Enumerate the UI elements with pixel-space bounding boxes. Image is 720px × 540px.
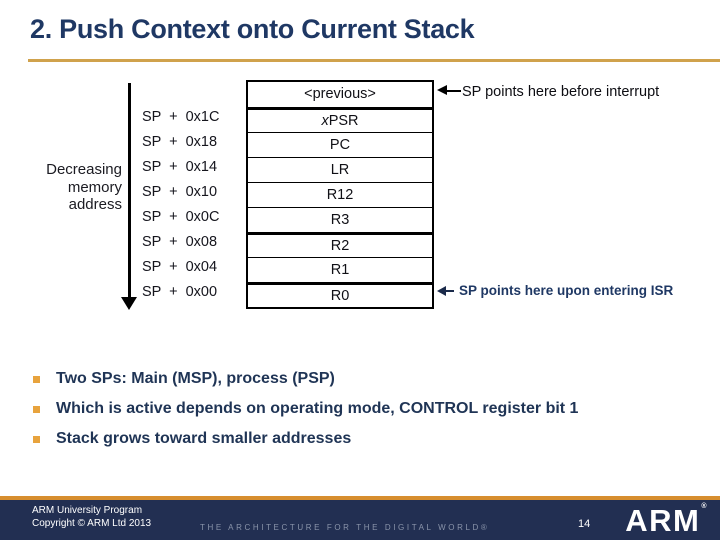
arrow-shaft xyxy=(444,289,454,292)
arm-logo-text: ARM xyxy=(625,503,701,538)
footer-accent-line xyxy=(0,496,720,500)
sp-offset-label: SP + 0x10 xyxy=(142,184,218,200)
stack-row: R2 xyxy=(248,232,432,257)
page-title: 2. Push Context onto Current Stack xyxy=(30,14,475,44)
footer-credits: ARM University Program Copyright © ARM L… xyxy=(32,504,151,530)
list-item: Two SPs: Main (MSP), process (PSP) xyxy=(30,367,578,397)
footer-program-line: ARM University Program xyxy=(32,505,143,516)
stack-cell-r12: R12 xyxy=(326,186,354,203)
footer-bar: ARM University Program Copyright © ARM L… xyxy=(0,500,720,540)
stack-cell-xpsr: xPSR xyxy=(321,112,359,129)
memory-direction-label: Decreasing memory address xyxy=(28,161,122,214)
arrow-left-icon xyxy=(437,286,446,296)
memory-label-line: address xyxy=(68,196,122,213)
stack-cell-pc: PC xyxy=(329,136,351,153)
annotation-sp-before-interrupt: SP points here before interrupt xyxy=(462,84,660,100)
sp-offset-label: SP + 0x18 xyxy=(142,134,218,150)
title-underline xyxy=(28,59,720,62)
arrow-left-icon xyxy=(437,85,447,95)
sp-offset-label: SP + 0x0C xyxy=(142,209,220,225)
arrow-shaft xyxy=(445,89,461,92)
bullet-text: Stack grows toward smaller addresses xyxy=(56,430,352,447)
bullet-list: Two SPs: Main (MSP), process (PSP) Which… xyxy=(30,367,578,457)
footer-tagline: THE ARCHITECTURE FOR THE DIGITAL WORLD® xyxy=(200,523,490,532)
stack-row: R0 xyxy=(248,282,432,307)
stack-row: <previous> xyxy=(248,82,432,107)
bullet-square-icon xyxy=(33,376,40,383)
arrow-down-icon xyxy=(121,297,137,310)
decreasing-memory-arrow xyxy=(128,83,131,298)
bullet-text: Which is active depends on operating mod… xyxy=(56,400,579,417)
sp-offset-label: SP + 0x1C xyxy=(142,109,220,125)
memory-label-line: memory xyxy=(67,178,122,196)
registered-mark-icon: ® xyxy=(701,503,708,510)
stack-table: <previous> xPSR PC LR R12 R3 R2 R1 R0 xyxy=(246,80,434,309)
stack-row: R3 xyxy=(248,207,432,232)
stack-row: PC xyxy=(248,132,432,157)
stack-row: xPSR xyxy=(248,107,432,132)
stack-cell-r2: R2 xyxy=(330,237,350,254)
bullet-text: Two SPs: Main (MSP), process (PSP) xyxy=(56,370,335,387)
list-item: Stack grows toward smaller addresses xyxy=(30,427,578,457)
page-number: 14 xyxy=(578,518,591,530)
sp-offset-label: SP + 0x08 xyxy=(142,234,218,250)
stack-cell-r3: R3 xyxy=(330,211,350,228)
stack-cell-r1: R1 xyxy=(330,261,350,278)
list-item: Which is active depends on operating mod… xyxy=(30,397,578,427)
annotation-sp-entering-isr: SP points here upon entering ISR xyxy=(459,283,674,298)
stack-cell-previous: <previous> xyxy=(304,86,376,103)
arm-logo: ARM® xyxy=(625,500,708,540)
footer-copyright-line: Copyright © ARM Ltd 2013 xyxy=(32,518,152,529)
stack-cell-r0: R0 xyxy=(330,287,350,304)
bullet-square-icon xyxy=(33,406,40,413)
memory-label-line: Decreasing xyxy=(46,161,122,178)
stack-row: LR xyxy=(248,157,432,182)
bullet-square-icon xyxy=(33,436,40,443)
sp-offset-label: SP + 0x04 xyxy=(142,259,218,275)
sp-offset-label: SP + 0x00 xyxy=(142,284,218,300)
stack-row: R12 xyxy=(248,182,432,207)
stack-cell-lr: LR xyxy=(330,161,350,178)
stack-row: R1 xyxy=(248,257,432,282)
sp-offset-label: SP + 0x14 xyxy=(142,159,218,175)
